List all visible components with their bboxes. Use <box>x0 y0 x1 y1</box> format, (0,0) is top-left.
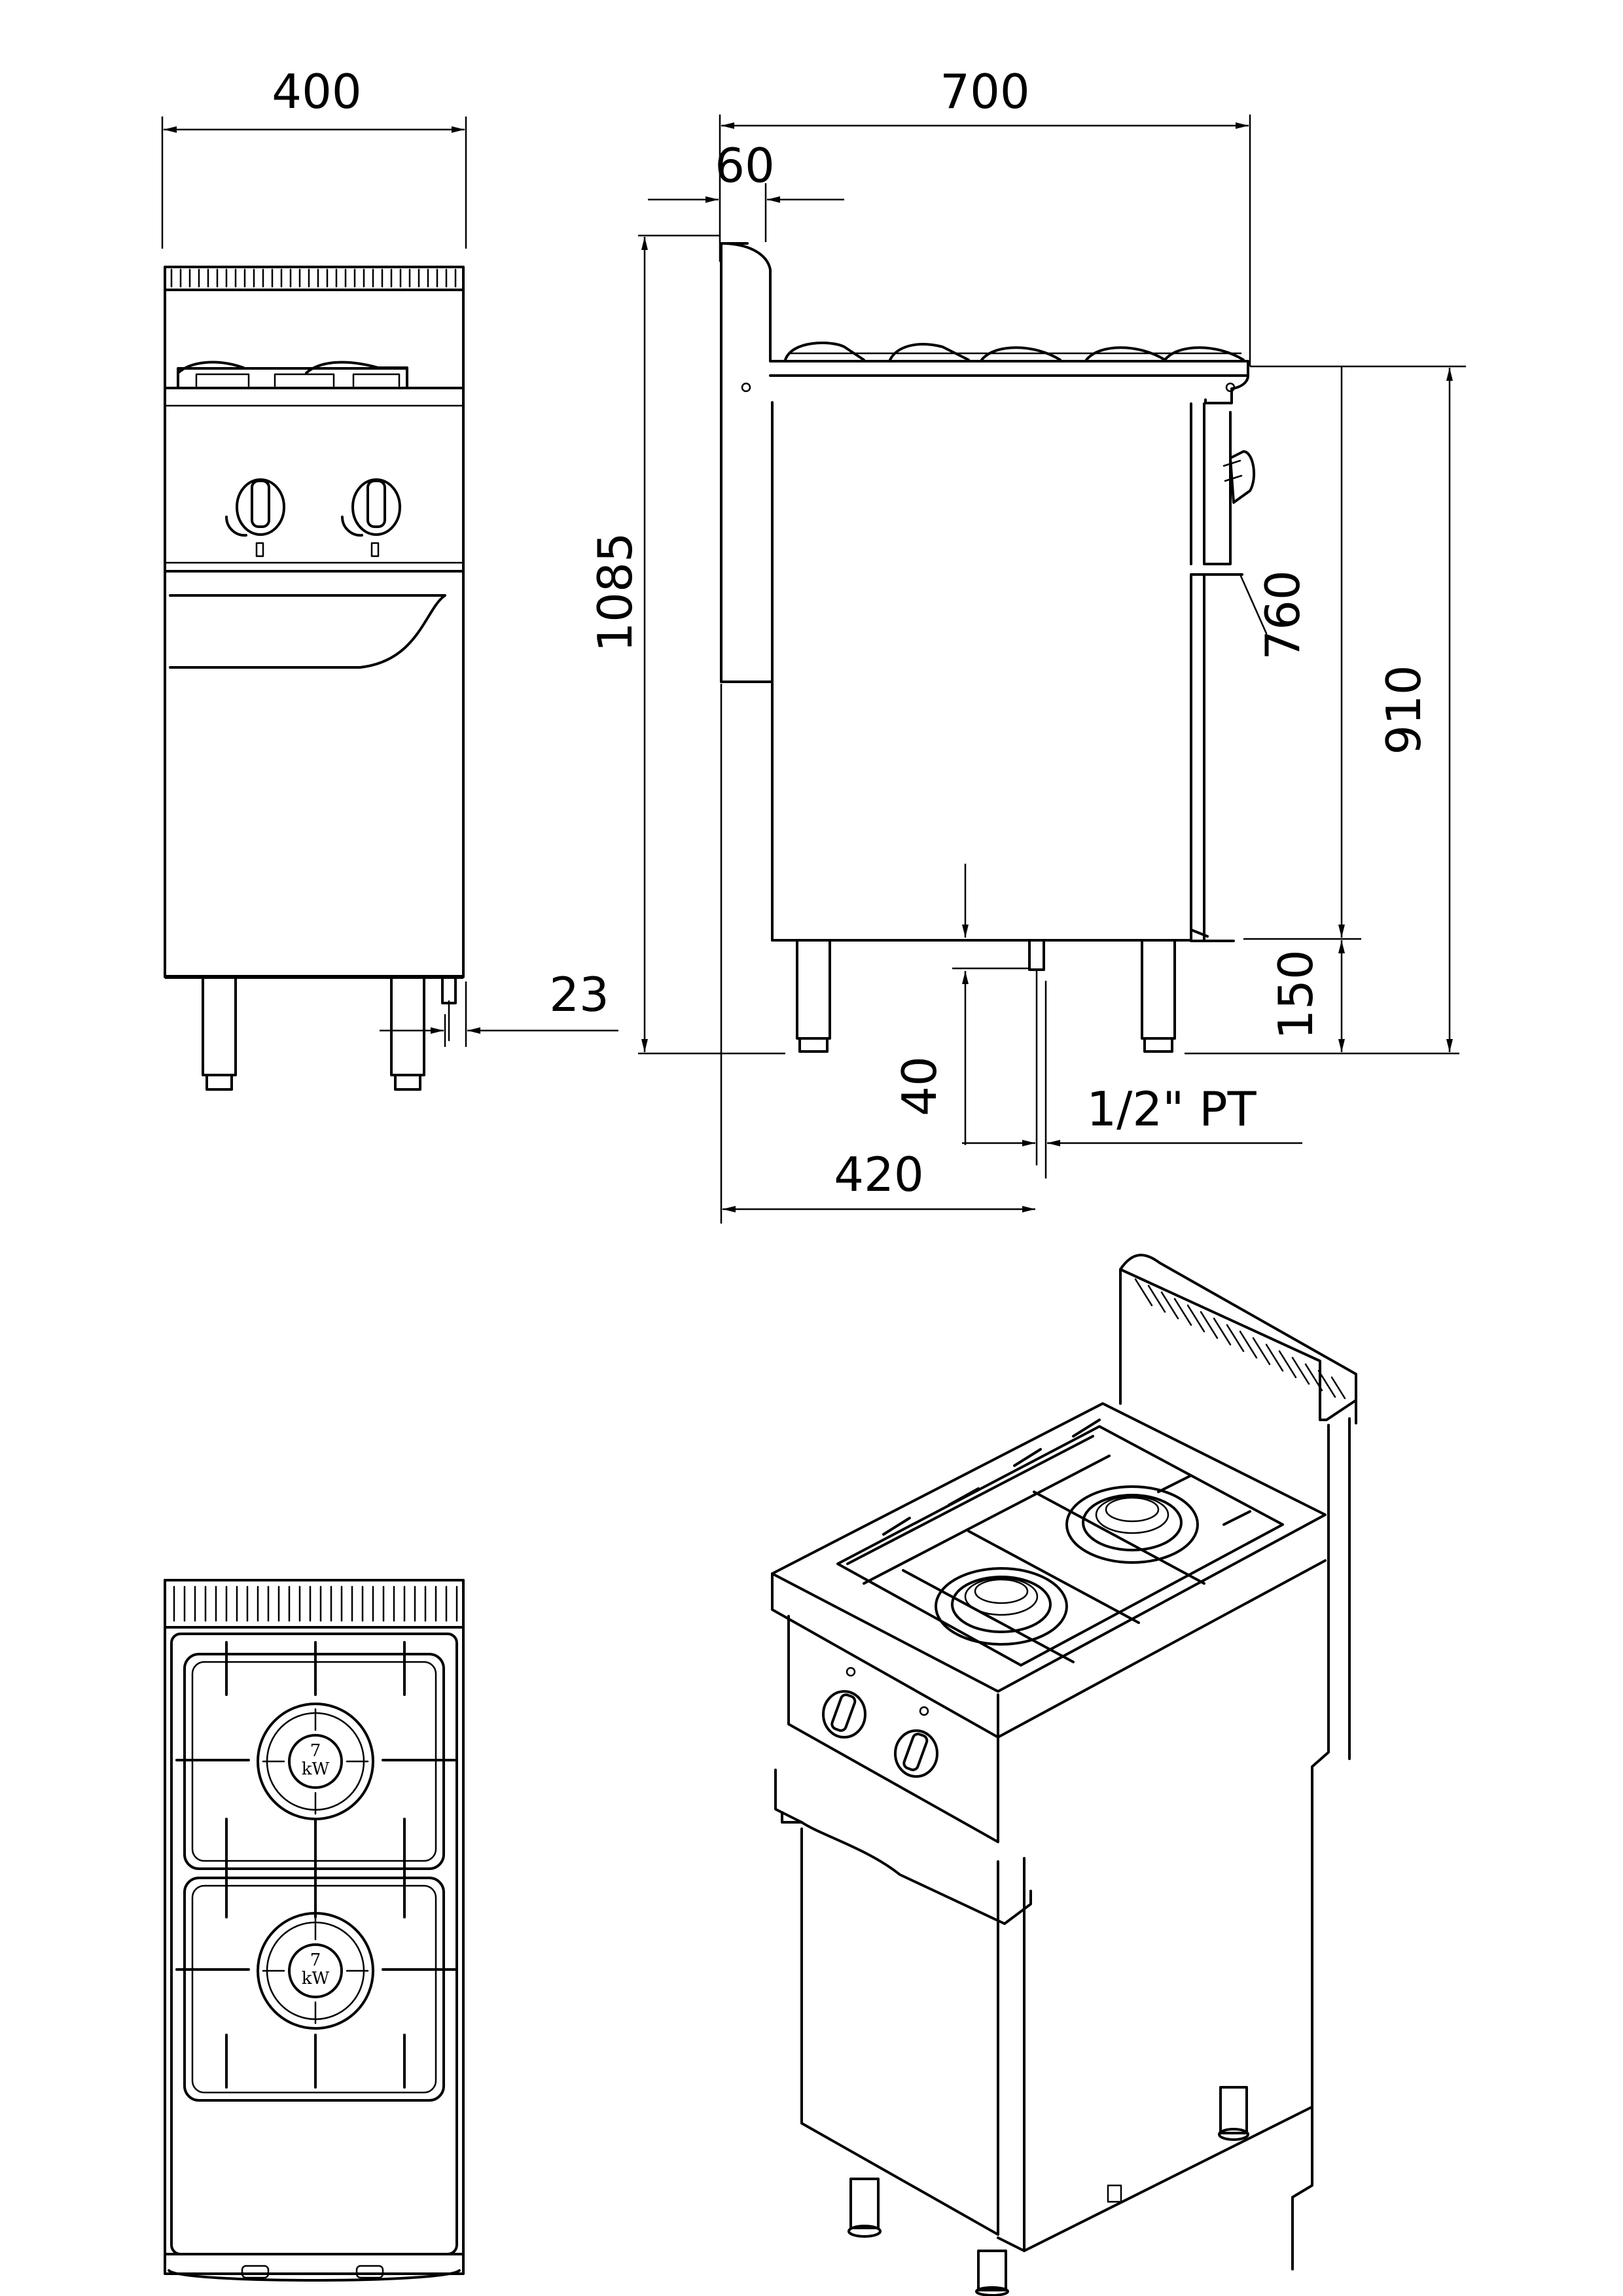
dim-foot-offset: 23 <box>549 967 609 1022</box>
burner-bottom-icon: 7 kW <box>257 1912 374 2030</box>
dim-hob-height: 760 <box>1255 570 1310 660</box>
burner-bottom-power-value: 7 <box>310 1951 321 1970</box>
dim-backsplash-depth: 60 <box>715 138 775 193</box>
dim-worktop-height: 910 <box>1376 665 1431 754</box>
front-knob-left-icon <box>224 478 285 557</box>
iso-burner-front-icon <box>935 1567 1068 1646</box>
front-knob-right-icon <box>340 478 401 557</box>
iso-grille <box>1134 1278 1346 1400</box>
top-view: 7 kW 7 kW <box>164 1579 465 2282</box>
isometric-view <box>771 1254 1357 2296</box>
iso-burner-back-icon <box>1065 1485 1199 1564</box>
top-grille <box>173 1585 458 1622</box>
dim-gas-inlet-height: 40 <box>892 1056 947 1116</box>
burner-top-power-unit: kW <box>302 1759 330 1779</box>
dim-gas-connection: 1/2" PT <box>1086 1082 1257 1137</box>
burner-bottom-power-unit: kW <box>302 1969 330 1988</box>
burner-top-power-value: 7 <box>310 1741 321 1761</box>
dim-leg-height: 150 <box>1268 949 1323 1039</box>
dim-height-total: 1085 <box>588 532 643 652</box>
front-grille <box>170 268 457 288</box>
iso-knob-right-icon <box>894 1706 938 1778</box>
dim-width-front: 400 <box>272 64 361 119</box>
dim-depth-total: 700 <box>940 64 1029 119</box>
burner-top-icon: 7 kW <box>257 1703 374 1820</box>
dim-gas-inlet-position: 420 <box>834 1147 923 1202</box>
iso-knob-left-icon <box>822 1667 866 1739</box>
front-view: 400 <box>161 64 618 1091</box>
side-view: 700 60 1085 <box>588 64 1466 1224</box>
